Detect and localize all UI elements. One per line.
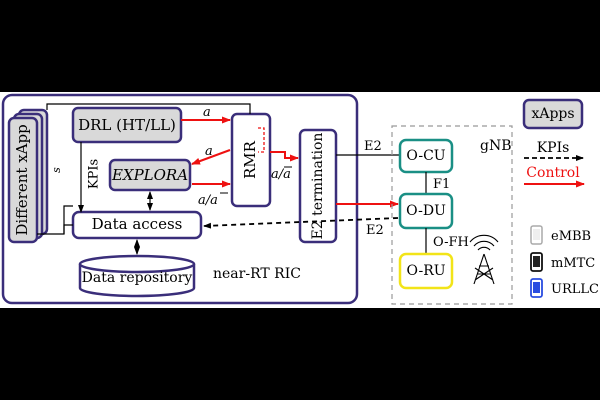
antenna-tower-icon (469, 234, 499, 285)
e2-termination-box[interactable]: E2 termination (298, 128, 338, 244)
data-access-label: Data access (92, 215, 183, 233)
legend-xapps-box: xApps (522, 98, 584, 130)
ocu-box[interactable]: O-CU (398, 138, 454, 174)
legend-kpis-label: KPIs (537, 140, 570, 156)
odu-label: O-DU (406, 203, 446, 219)
drl-label: DRL (HT/LL) (78, 116, 176, 134)
legend-xapps-label: xApps (531, 106, 574, 122)
a-label-top: a (203, 105, 211, 120)
data-repository-cylinder[interactable]: Data repository (78, 254, 196, 298)
e2-top-label: E2 (364, 139, 382, 154)
gnb-label: gNB (480, 138, 512, 154)
a-abar-label-mid: a/a (198, 193, 218, 208)
mmtc-label: mMTC (551, 256, 595, 271)
a-abar-label-right: a/a (271, 167, 291, 182)
embb-phone-icon (530, 225, 543, 245)
oru-box[interactable]: O-RU (398, 252, 454, 290)
a-label-mid: a (205, 144, 213, 159)
gnb-frame (391, 125, 513, 305)
rmr-internal-path (258, 127, 265, 153)
mmtc-phone-icon (530, 252, 543, 272)
legend-control-label: Control (526, 165, 580, 181)
drl-box[interactable]: DRL (HT/LL) (71, 106, 183, 144)
xapp-stack[interactable]: Different xApp (7, 108, 49, 244)
ric-frame (1, 93, 359, 305)
f1-label: F1 (433, 177, 450, 192)
rmr-box[interactable]: RMR (230, 112, 272, 208)
urllc-label: URLLC (551, 282, 599, 297)
explora-label: EXPLORA (111, 166, 188, 184)
control-arrows (181, 116, 399, 208)
data-access-box[interactable]: Data access (71, 210, 203, 240)
e2-termination-label: E2 termination (310, 133, 326, 240)
urllc-phone-icon (530, 278, 543, 298)
ric-connectors (37, 103, 251, 255)
data-repository-label: Data repository (82, 270, 193, 286)
ocu-label: O-CU (406, 148, 445, 164)
explora-box[interactable]: EXPLORA (108, 158, 192, 192)
ric-label: near-RT RIC (213, 266, 301, 282)
odu-box[interactable]: O-DU (398, 192, 454, 230)
e2-bottom-label: E2 (366, 223, 384, 238)
s-label: s (50, 167, 63, 173)
kpis-vertical-label: KPIs (87, 159, 102, 189)
ofh-label: O-FH (433, 235, 469, 250)
oru-label: O-RU (406, 263, 445, 279)
xapp-stack-label: Different xApp (13, 124, 31, 235)
diagram-canvas: Different xApp DRL (HT/LL) EXPLORA RMR E… (0, 92, 600, 308)
embb-label: eMBB (551, 229, 591, 244)
diagram-svg: Different xApp DRL (HT/LL) EXPLORA RMR E… (1, 93, 599, 305)
rmr-label: RMR (241, 140, 259, 179)
